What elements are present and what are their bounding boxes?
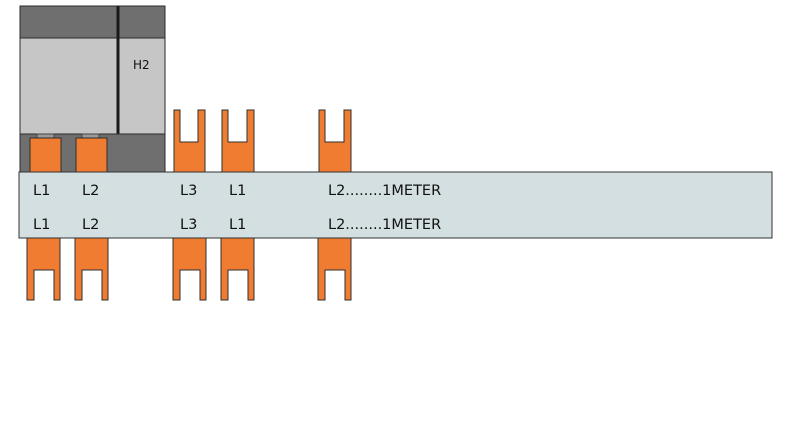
busbar-label: L1	[229, 217, 246, 233]
device-tag: H2	[133, 58, 150, 72]
busbar-label: L2	[82, 217, 99, 233]
top-pin-L2	[75, 137, 108, 173]
busbar-label: L1	[229, 183, 246, 199]
bottom-fork-pin-L2b	[317, 237, 352, 301]
device-top-band	[19, 5, 166, 39]
busbar-label: L3	[180, 217, 197, 233]
bottom-fork-pin-L1b	[220, 237, 255, 301]
busbar-label: L2	[82, 183, 99, 199]
top-fork-pins	[173, 109, 352, 173]
top-pins	[29, 137, 108, 173]
top-fork-pin-L1	[221, 109, 255, 173]
busbar-row-2: L1 L2 L3 L1 L2........1METER	[33, 217, 441, 233]
bottom-fork-pins	[26, 237, 352, 301]
top-fork-pin-L3	[173, 109, 206, 173]
busbar-label: L1	[33, 217, 50, 233]
device-module-left	[19, 37, 118, 135]
busbar-end-label: L2........1METER	[328, 183, 441, 199]
device-body: H2	[19, 5, 166, 173]
busbar-label: L3	[180, 183, 197, 199]
bottom-fork-pin-L3	[172, 237, 207, 301]
top-fork-pin-L2	[318, 109, 352, 173]
top-pin-L1	[29, 137, 62, 173]
busbar	[18, 171, 773, 239]
bottom-fork-pin-L1	[26, 237, 61, 301]
bottom-fork-pin-L2	[74, 237, 109, 301]
busbar-end-label: L2........1METER	[328, 217, 441, 233]
device-module-right	[118, 37, 166, 135]
busbar-row-1: L1 L2 L3 L1 L2........1METER	[33, 183, 441, 199]
busbar-label: L1	[33, 183, 50, 199]
